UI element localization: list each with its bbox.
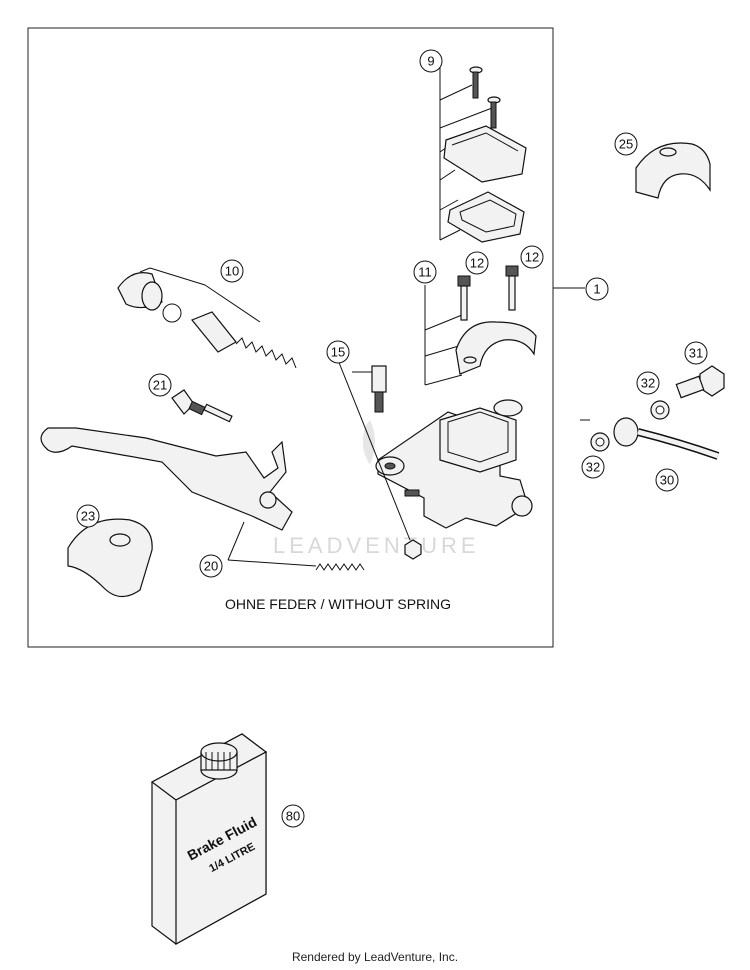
handlebar-clamp <box>455 321 537 375</box>
svg-text:20: 20 <box>204 559 218 574</box>
adjuster-group <box>171 389 233 423</box>
brake-lever <box>40 427 293 531</box>
lever-spring <box>315 563 365 571</box>
svg-text:25: 25 <box>619 137 633 152</box>
reservoir-cover <box>443 125 527 183</box>
brake-fluid-bottle: Brake Fluid 1/4 LITRE <box>150 733 268 946</box>
callout-32b: 32 <box>581 455 605 479</box>
svg-text:32: 32 <box>641 376 655 391</box>
banjo-fitting <box>613 417 639 447</box>
screw-9a <box>469 66 483 99</box>
footer-credit: Rendered by LeadVenture, Inc. <box>292 950 458 964</box>
diaphragm <box>447 191 525 243</box>
brake-line-group <box>580 365 725 460</box>
without-spring-note: OHNE FEDER / WITHOUT SPRING <box>225 596 451 612</box>
svg-text:21: 21 <box>153 378 167 393</box>
lever-guard <box>67 518 153 598</box>
assembly-frame <box>27 27 554 648</box>
clamp-screw-12 <box>505 265 519 311</box>
screw-9b <box>487 96 501 129</box>
svg-text:9: 9 <box>427 54 434 69</box>
svg-text:80: 80 <box>286 809 300 824</box>
callout-25: 25 <box>614 132 638 156</box>
callout-12b: 12 <box>520 245 544 269</box>
callout-80: 80 <box>281 804 305 828</box>
nut <box>404 539 422 560</box>
svg-text:11: 11 <box>418 265 432 280</box>
svg-text:10: 10 <box>225 264 239 279</box>
callout-9: 9 <box>419 49 443 73</box>
return-spring <box>235 337 297 369</box>
svg-text:31: 31 <box>689 346 703 361</box>
svg-text:12: 12 <box>525 250 539 265</box>
callout-12a: 12 <box>465 251 489 275</box>
callout-31: 31 <box>684 341 708 365</box>
watermark: LEADVENTURE <box>273 420 480 558</box>
piston <box>191 311 237 353</box>
svg-text:12: 12 <box>470 256 484 271</box>
callout-20: 20 <box>199 554 223 578</box>
clamp-25 <box>635 142 711 199</box>
circlip <box>162 303 182 323</box>
watermark-text: LEADVENTURE <box>273 533 480 558</box>
lever-group <box>40 427 365 571</box>
svg-text:15: 15 <box>331 345 345 360</box>
pivot-bolt-group <box>337 359 422 560</box>
callout-21: 21 <box>148 373 172 397</box>
svg-text:32: 32 <box>586 460 600 475</box>
callout-1: 1 <box>585 277 609 301</box>
callout-32a: 32 <box>636 371 660 395</box>
svg-text:30: 30 <box>660 473 674 488</box>
callout-11: 11 <box>413 260 437 284</box>
master-cylinder-body <box>375 399 533 529</box>
piston-kit-group <box>117 267 297 369</box>
callout-15: 15 <box>326 340 350 364</box>
svg-text:23: 23 <box>81 509 95 524</box>
banjo-bolt <box>699 365 725 397</box>
part-reservoir-cover-group <box>439 62 527 243</box>
part-clamp-group <box>424 265 537 386</box>
callout-10: 10 <box>220 259 244 283</box>
callout-23: 23 <box>76 504 100 528</box>
callout-30: 30 <box>655 468 679 492</box>
clamp-screw-11 <box>457 275 471 321</box>
svg-text:1: 1 <box>593 282 600 297</box>
